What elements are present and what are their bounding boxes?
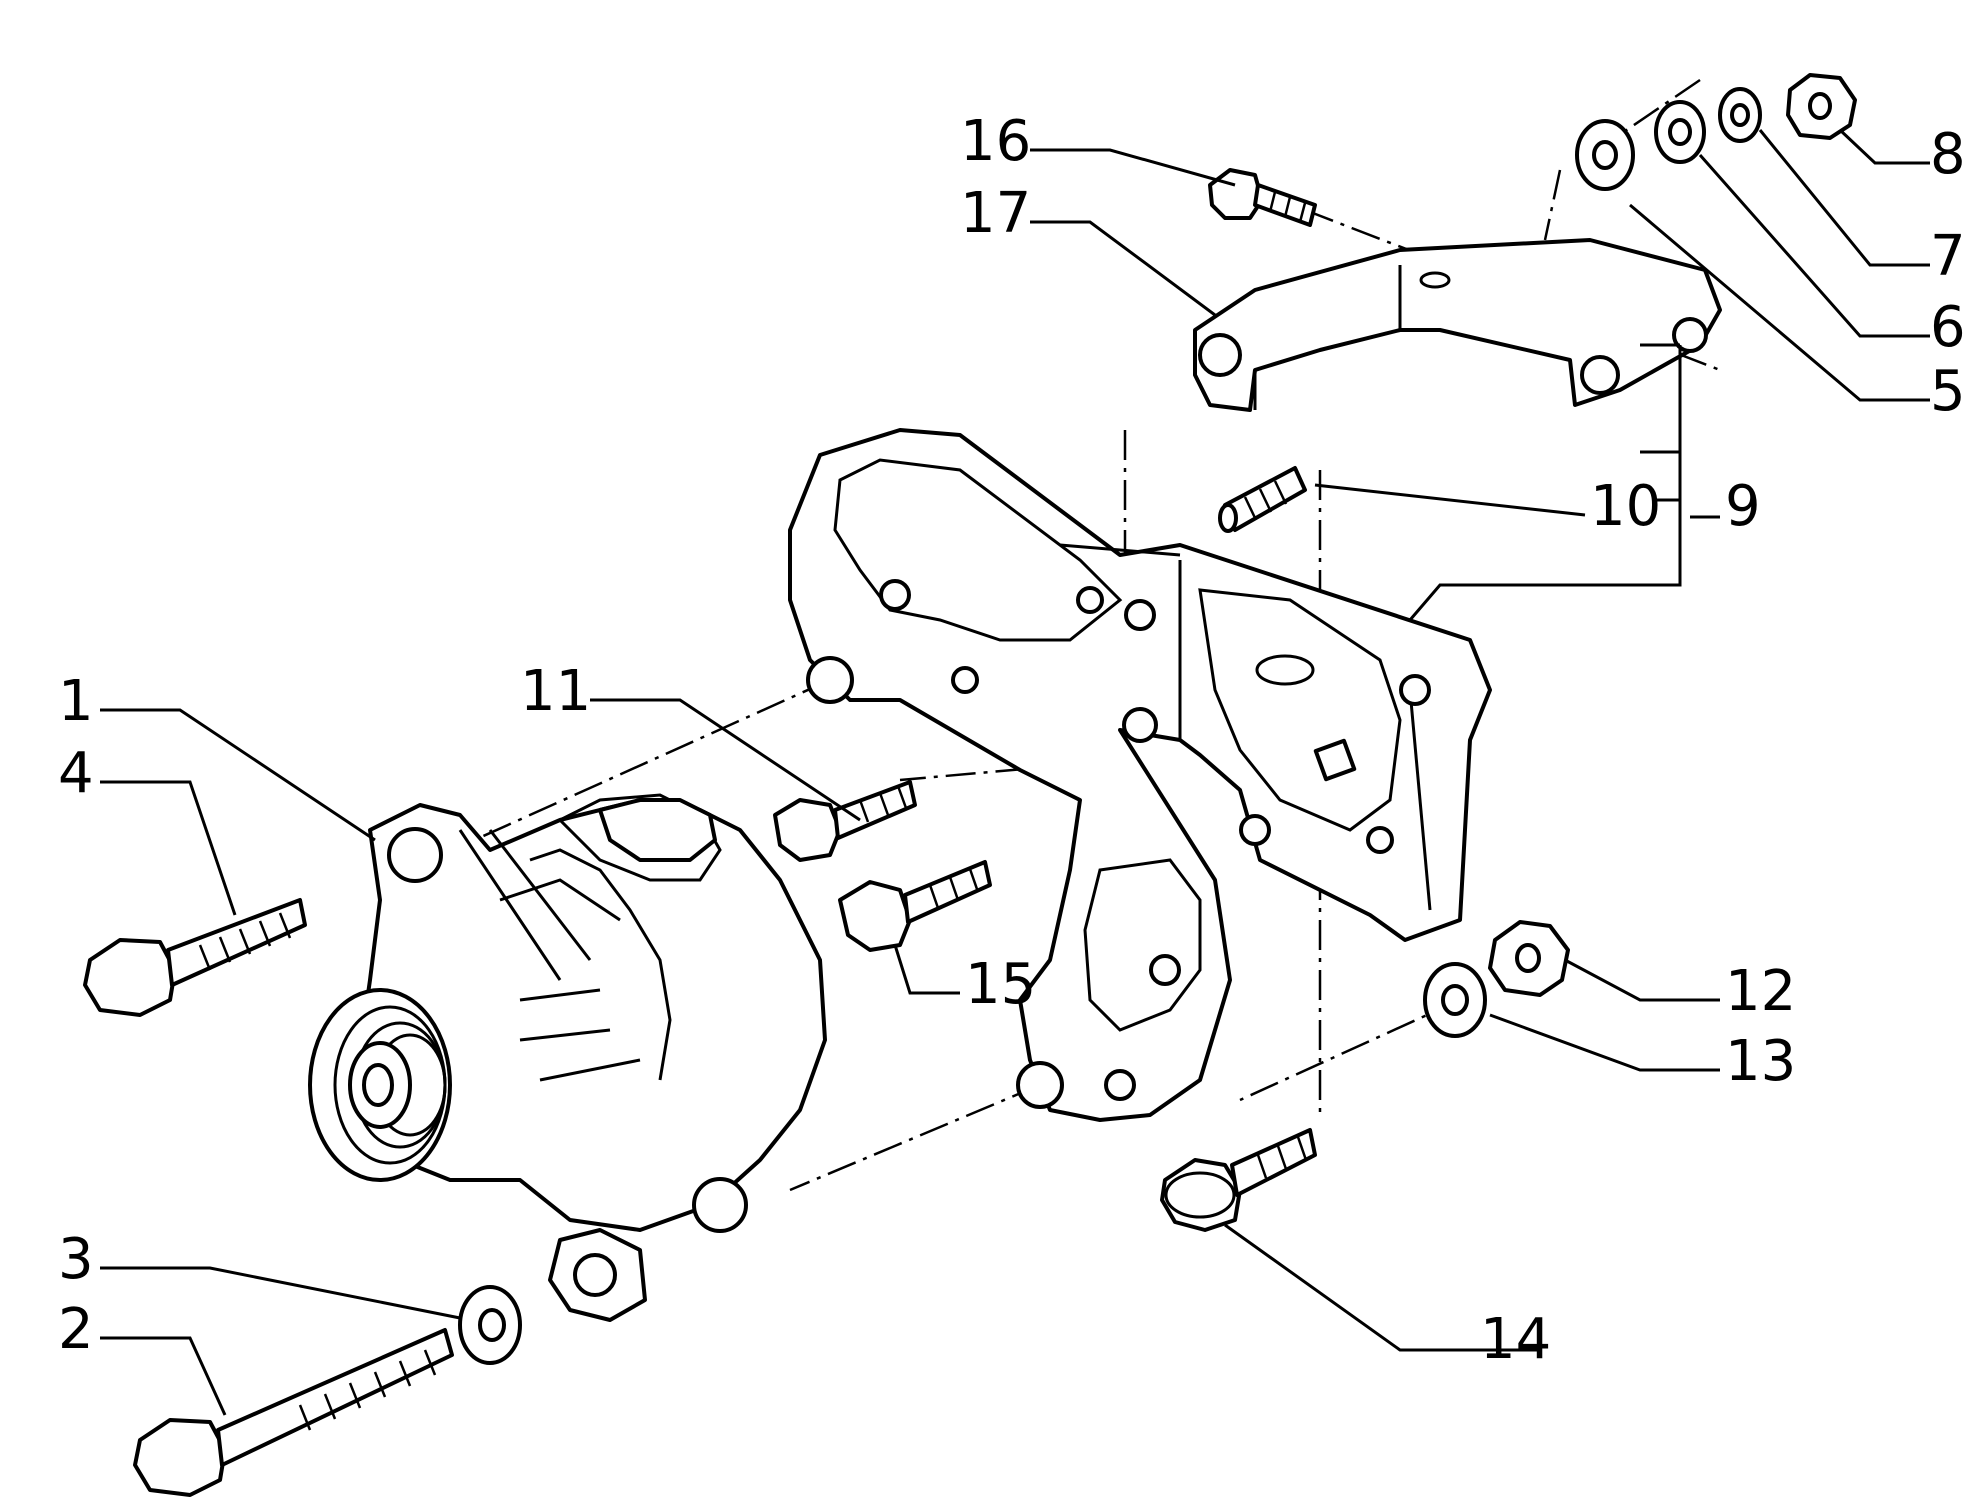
washer-6 [1654, 100, 1706, 164]
bolt-2 [133, 1328, 454, 1497]
upper-bracket-arm [1193, 238, 1722, 412]
leader-lines [100, 128, 1930, 1416]
callout-2: 2 [58, 1297, 94, 1362]
callout-12: 12 [1725, 959, 1796, 1024]
bolt-14 [1160, 1128, 1317, 1232]
callout-6: 6 [1930, 295, 1966, 360]
washer-5 [1575, 119, 1635, 191]
callout-9: 9 [1725, 474, 1761, 539]
bolt-11 [773, 780, 917, 862]
washer-3 [458, 1285, 522, 1365]
stud-10 [1218, 466, 1307, 533]
washer-13 [1423, 962, 1487, 1038]
bolt-15 [838, 860, 992, 952]
callout-3: 3 [58, 1227, 94, 1292]
lock-washer-7 [1718, 87, 1762, 143]
callout-14: 14 [1480, 1307, 1551, 1372]
bolt-16 [1208, 168, 1317, 227]
callouts: 1 4 3 2 11 15 14 12 13 10 9 5 6 7 8 16 1… [58, 109, 1966, 1372]
callout-13: 13 [1725, 1029, 1796, 1094]
callout-1: 1 [58, 669, 94, 734]
callout-17: 17 [960, 181, 1031, 246]
callout-15: 15 [965, 952, 1036, 1017]
bolt-4 [83, 898, 307, 1017]
nut-8 [1786, 73, 1857, 140]
nut-12 [1488, 920, 1570, 997]
callout-5: 5 [1930, 359, 1966, 424]
callout-4: 4 [58, 741, 94, 806]
mounting-bracket [788, 428, 1492, 1122]
callout-7: 7 [1930, 224, 1966, 289]
alternator [308, 793, 827, 1322]
callout-10: 10 [1590, 474, 1661, 539]
callout-11: 11 [520, 659, 591, 724]
callout-8: 8 [1930, 122, 1966, 187]
callout-16: 16 [960, 109, 1031, 174]
